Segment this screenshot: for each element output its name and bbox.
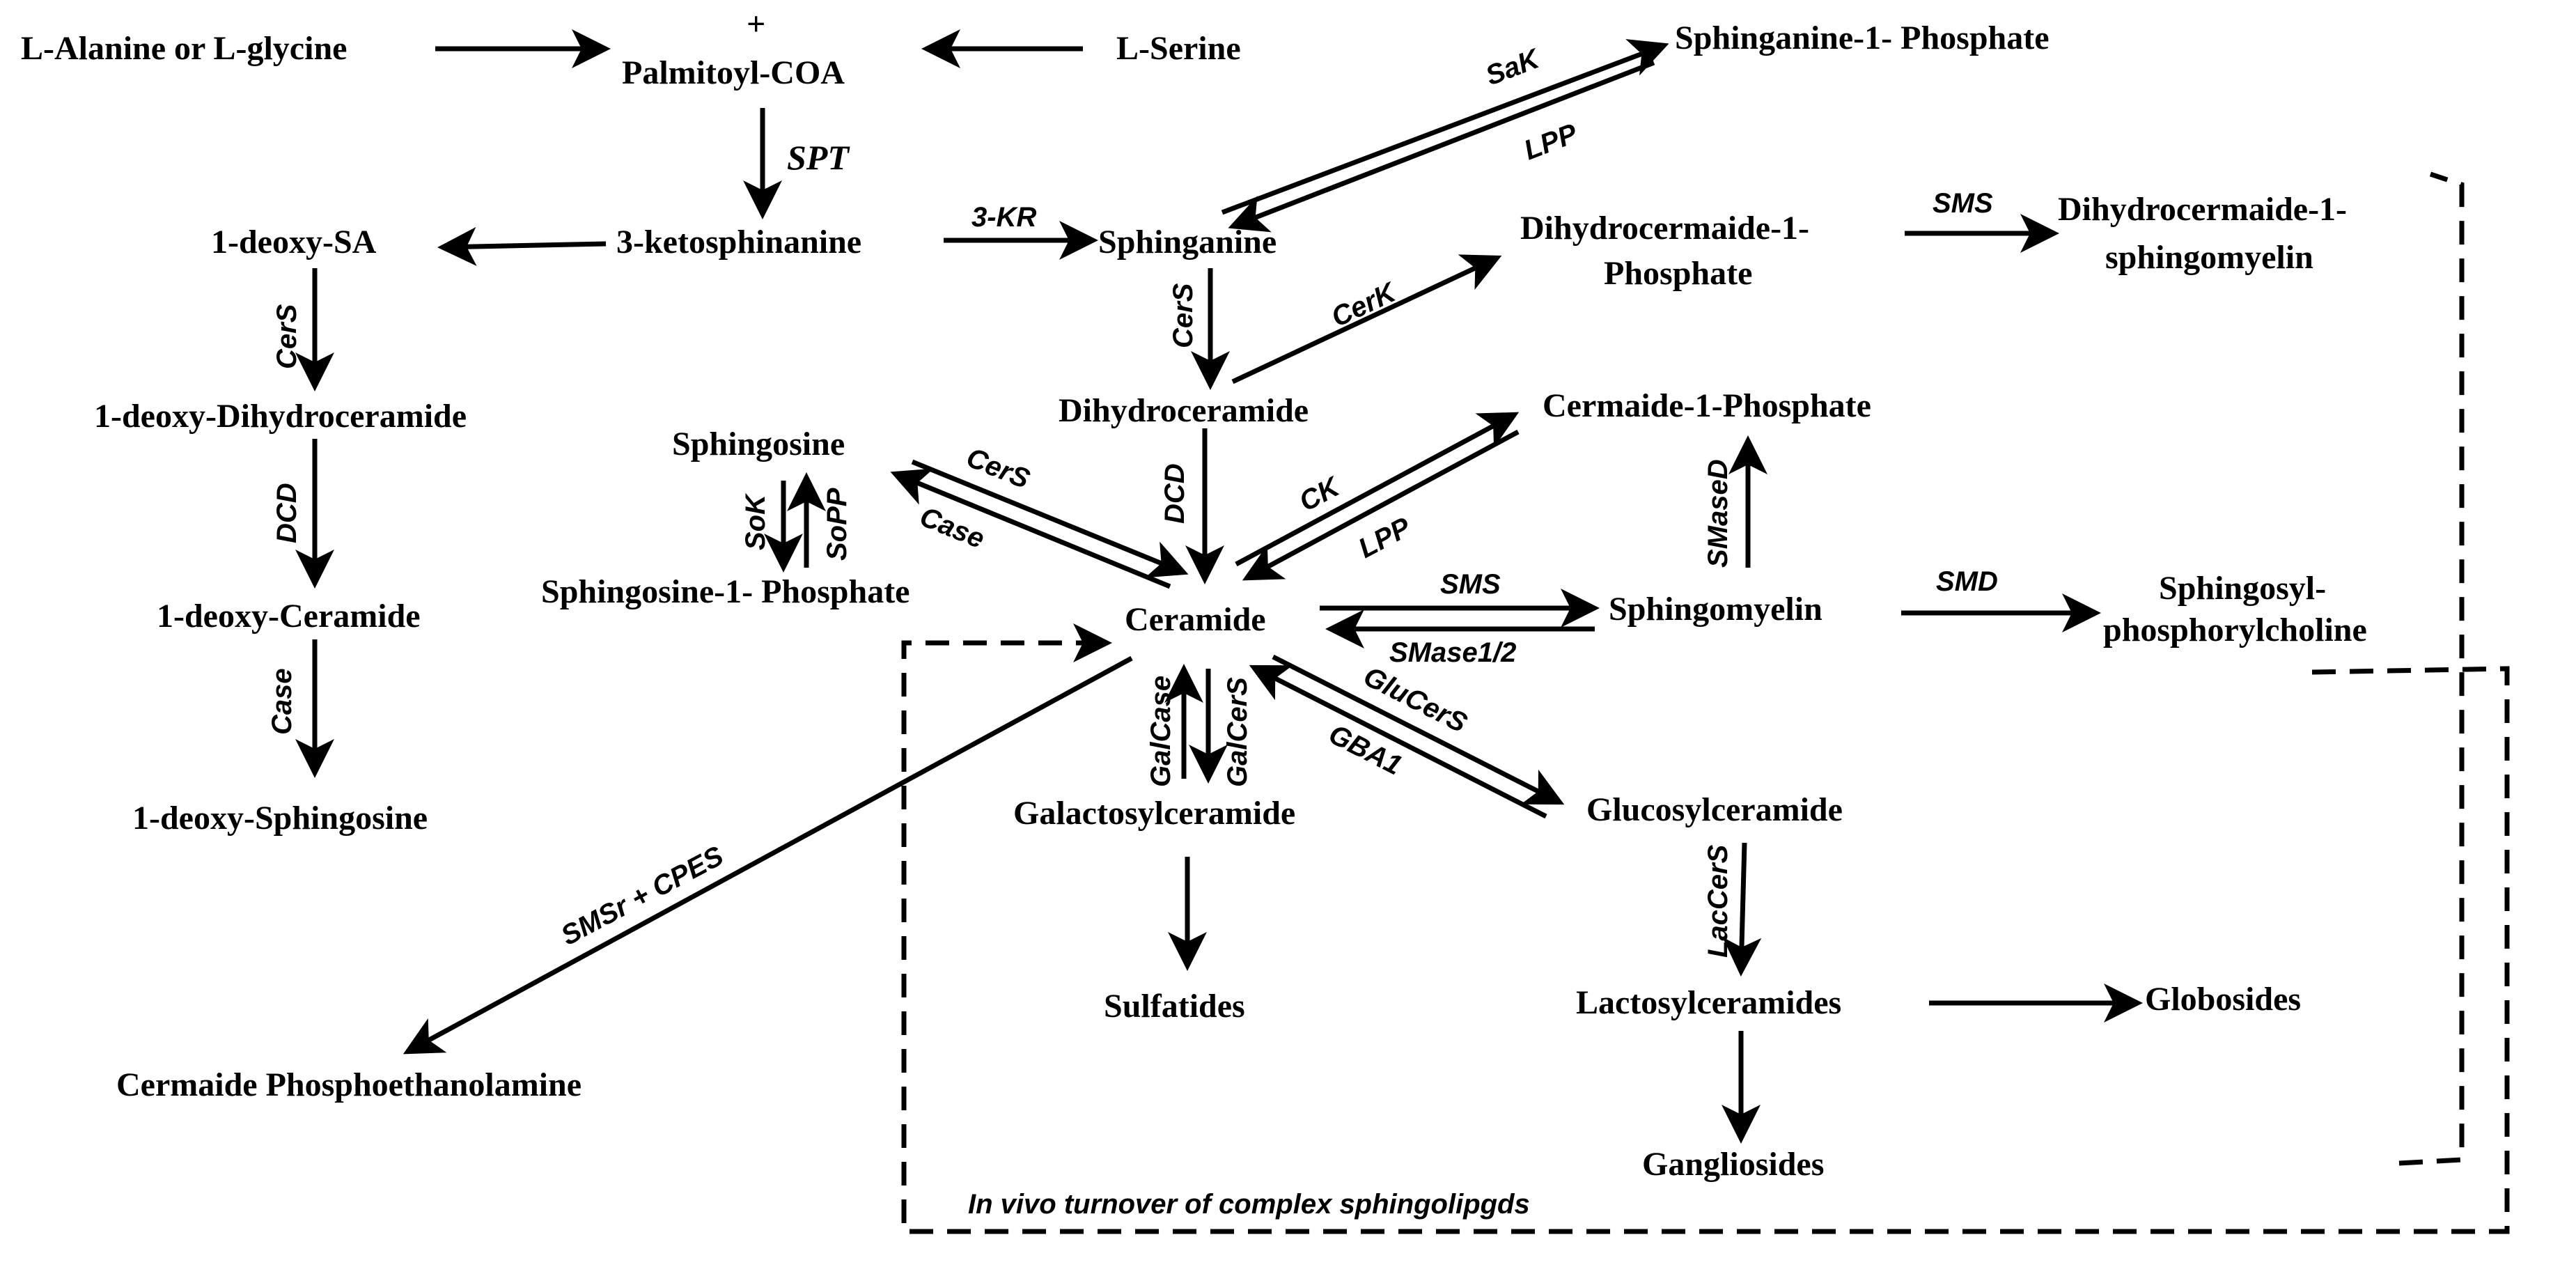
node-dihydroceramide-1-sphingomyelin-line1: Dihydrocermaide-1- [2058, 191, 2347, 228]
node-ceramide-phosphoethanolamine: Cermaide Phosphoethanolamine [116, 1066, 581, 1103]
node-dihydroceramide-1-phosphate-line2: Phosphate [1604, 255, 1752, 292]
enzyme-spt: SPT [787, 138, 850, 177]
enzyme-cers-deoxy: CerS [272, 304, 302, 369]
node-sphinganine-1-phosphate: Sphinganine-1- Phosphate [1675, 20, 2050, 56]
enzyme-dcd-dihydro: DCD [1160, 463, 1190, 524]
turnover-loop-bottom [901, 623, 2510, 1234]
arrow-ketosphinanine-to-deoxy-sa [437, 226, 607, 266]
enzyme-sopp: SoPP [822, 488, 852, 561]
enzyme-galcase: GalCase [1146, 676, 1176, 787]
node-1-deoxy-sa: 1-deoxy-SA [211, 224, 377, 261]
node-sphingomyelin: Sphingomyelin [1609, 591, 1822, 628]
arrow-c1p-to-ceramide [1242, 429, 1520, 581]
node-sphingosine: Sphingosine [672, 426, 845, 463]
enzyme-lpp-top: LPP [1520, 118, 1582, 166]
arrow-glucosylceramide-to-lactosylceramides [1722, 842, 1762, 977]
node-1-deoxy-sphingosine: 1-deoxy-Sphingosine [132, 800, 428, 837]
enzyme-galcers: GalCerS [1222, 677, 1253, 787]
arrow-dihydroceramide-to-dihydroc1p [1231, 254, 1502, 384]
node-sphinganine: Sphinganine [1098, 224, 1277, 261]
plus-sign: + [747, 6, 765, 42]
node-globosides: Globosides [2145, 981, 2301, 1018]
enzyme-smase12: SMase1/2 [1389, 637, 1516, 668]
enzyme-cerk: CerK [1327, 277, 1402, 334]
node-dihydroceramide: Dihydroceramide [1059, 392, 1309, 429]
arrow-ceramide-to-ceramide-phosphoethanolamine [403, 655, 1133, 1055]
enzyme-sok: SoK [740, 492, 771, 550]
node-sphingosylphosphorylcholine-line1: Sphingosyl- [2159, 570, 2326, 607]
enzyme-smsr-cpes: SMSr + CPES [556, 840, 729, 951]
node-lactosylceramides: Lactosylceramides [1576, 984, 1841, 1021]
node-sulfatides: Sulfatides [1104, 988, 1245, 1025]
enzyme-lpp-mid: LPP [1354, 511, 1416, 564]
node-ceramide-1-phosphate: Cermaide-1-Phosphate [1543, 387, 1871, 424]
in-vivo-turnover-note: In vivo turnover of complex sphingolipgd… [968, 1189, 1530, 1220]
arrow-s1p-to-sphinganine [1228, 60, 1655, 233]
arrow-sphingosine-to-ceramide [911, 459, 1189, 578]
node-l-serine: L-Serine [1116, 30, 1241, 67]
node-sphingosylphosphorylcholine-line2: phosphorylcholine [2103, 612, 2367, 648]
arrow-ceramide-to-sphingosine [890, 468, 1171, 589]
enzyme-case-deoxy: Case [267, 668, 297, 735]
enzyme-sms-mid: SMS [1440, 569, 1501, 600]
enzyme-3kr: 3-KR [971, 202, 1036, 233]
in-vivo-turnover-loop [901, 171, 2510, 1234]
metabolite-nodes: L-Alanine or L-glycine + Palmitoyl-COA L… [21, 6, 2367, 1183]
arrow-ceramide-to-c1p [1235, 412, 1520, 567]
enzyme-sms-top: SMS [1933, 188, 1993, 219]
enzyme-cers-sphinganine: CerS [1168, 283, 1199, 348]
node-gangliosides: Gangliosides [1642, 1146, 1824, 1183]
node-1-deoxy-dihydroceramide: 1-deoxy-Dihydroceramide [94, 398, 467, 435]
enzyme-sak: SaK [1481, 42, 1545, 91]
node-3-ketosphinanine: 3-ketosphinanine [616, 224, 861, 261]
arrow-sphinganine-to-s1p [1221, 39, 1669, 215]
enzyme-smased: SMaseD [1703, 459, 1733, 568]
node-glucosylceramide: Glucosylceramide [1586, 791, 1843, 828]
turnover-loop-outer [2398, 171, 2465, 1166]
node-galactosylceramide: Galactosylceramide [1013, 795, 1295, 832]
enzyme-laccers: LacCerS [1703, 844, 1733, 958]
node-1-deoxy-ceramide: 1-deoxy-Ceramide [157, 598, 421, 635]
node-dihydroceramide-1-sphingomyelin-line2: sphingomyelin [2105, 239, 2313, 276]
arrow-ceramide-to-glucosylceramide [1272, 654, 1565, 805]
node-dihydroceramide-1-phosphate-line1: Dihydrocermaide-1- [1520, 210, 1809, 247]
node-palmitoyl-coa: Palmitoyl-COA [622, 54, 845, 91]
enzyme-smd: SMD [1936, 566, 1998, 597]
enzyme-gba1: GBA1 [1324, 719, 1407, 782]
enzyme-dcd-deoxy: DCD [272, 483, 302, 543]
reaction-arrows [295, 29, 2143, 1144]
node-sphingosine-1-phosphate: Sphingosine-1- Phosphate [541, 573, 910, 610]
node-l-alanine-glycine: L-Alanine or L-glycine [21, 30, 347, 67]
node-ceramide: Ceramide [1125, 601, 1266, 638]
arrow-glucosylceramide-to-ceramide [1249, 664, 1547, 819]
